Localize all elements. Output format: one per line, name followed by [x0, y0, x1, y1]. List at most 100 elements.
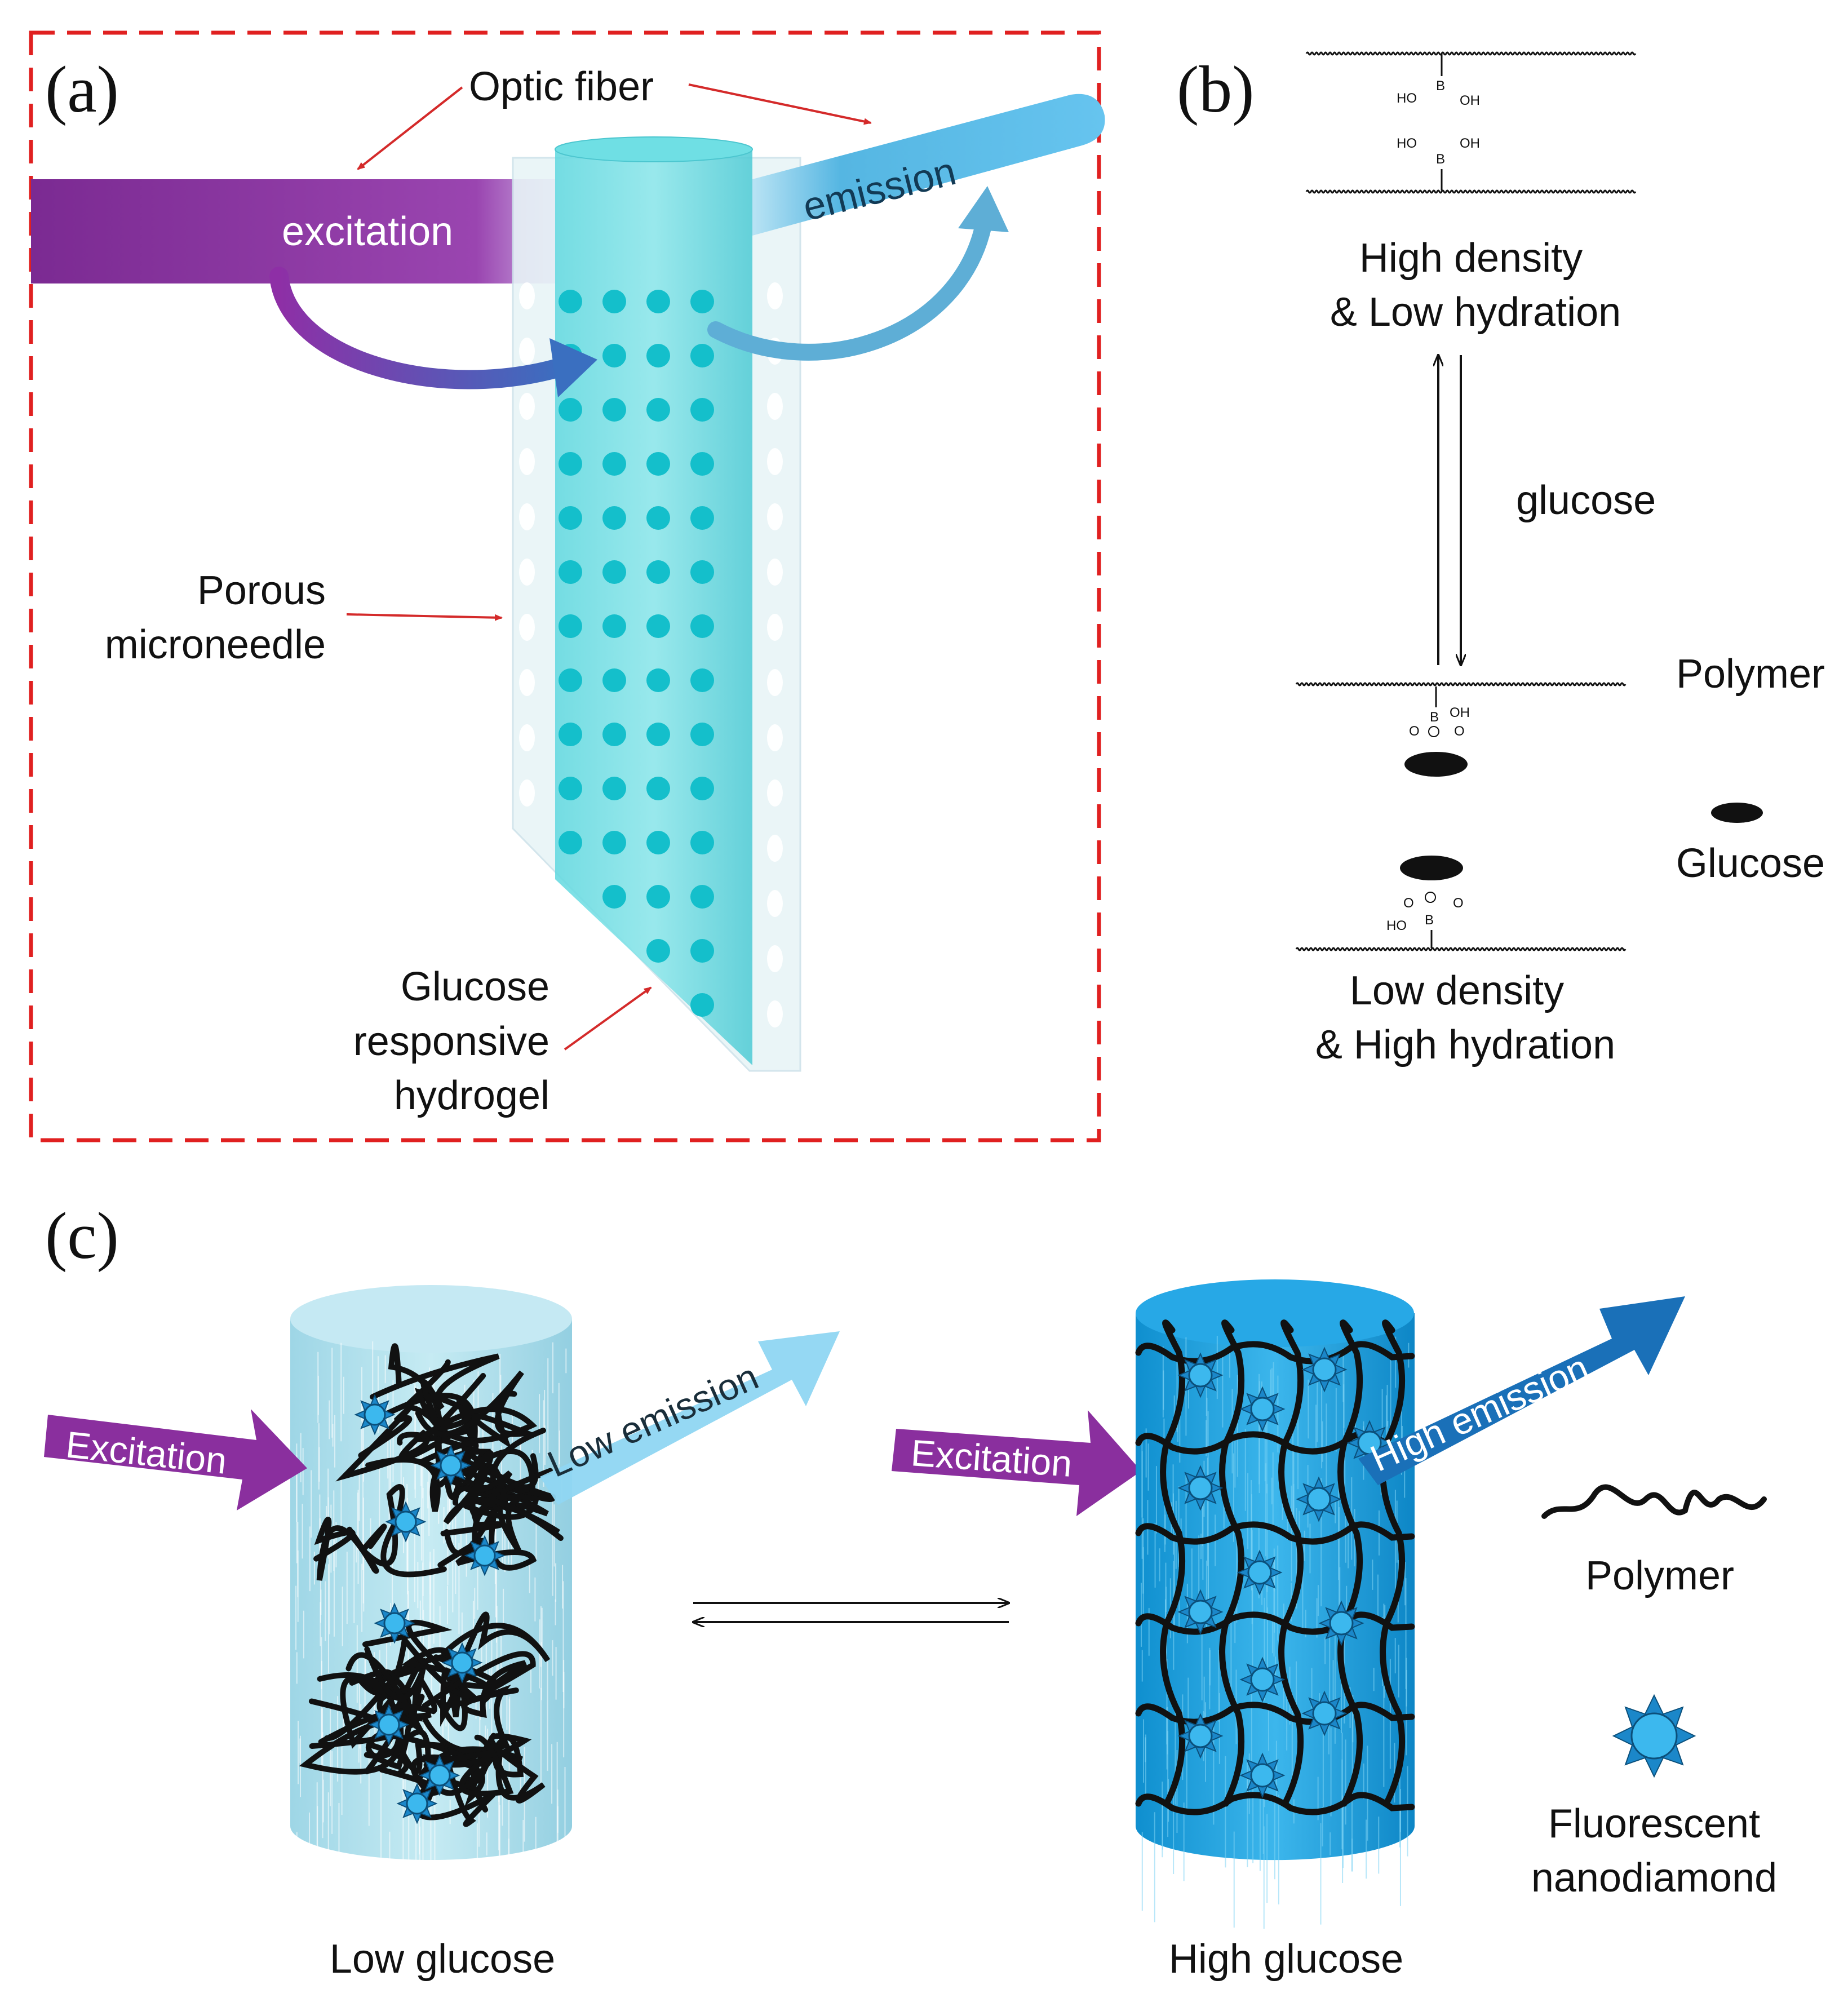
hydrogel-dot: [690, 777, 714, 800]
boronic-ho-2: HO: [1397, 136, 1417, 151]
boronate-oh-1: OH: [1450, 705, 1470, 720]
hydrogel-dot: [690, 506, 714, 530]
boronate-o-2a: O: [1403, 896, 1414, 911]
nanodiamond: [419, 1755, 460, 1796]
hydrogel-dot: [559, 290, 582, 313]
nanodiamond: [1318, 1600, 1364, 1646]
high-glucose-label: High glucose: [1169, 1937, 1403, 1982]
pore: [519, 338, 535, 365]
polymer-strand: [345, 1646, 437, 1736]
hydrogel-label-1: Glucose: [401, 964, 549, 1009]
pore: [519, 503, 535, 530]
porous-pointer: [346, 613, 503, 621]
bound-polymer-middle: B OH O O: [1295, 682, 1627, 777]
excitation-label-low: Excitation: [64, 1423, 229, 1482]
optic-fiber-pointer-right: [688, 83, 872, 125]
pore: [519, 779, 535, 807]
hydrogel-dot: [602, 560, 626, 584]
hydrogel-dot: [559, 831, 582, 854]
hydrogel-dot: [559, 614, 582, 638]
panel-b-label: (b): [1177, 52, 1255, 126]
hydrogel-dot: [690, 885, 714, 909]
panel-c-label: (c): [45, 1199, 119, 1273]
polymer-strand: [415, 1370, 537, 1449]
hydrogel-dot: [559, 506, 582, 530]
hydrogel-dot: [646, 885, 670, 909]
polymer-strand: [1135, 1611, 1415, 1635]
nanodiamond-legend-star: [1612, 1694, 1696, 1778]
hydrogel-dot: [602, 723, 626, 746]
pore: [767, 614, 783, 641]
hydrogel-dot: [646, 614, 670, 638]
nanodiamond: [464, 1535, 506, 1576]
polymer-chain-bottom: [1295, 947, 1627, 951]
boronate-o-1a: O: [1409, 724, 1420, 739]
polymer-strand: [1135, 1792, 1415, 1815]
nanodiamond-legend-icon: [1612, 1694, 1696, 1778]
hydrogel-pointer: [564, 986, 652, 1051]
hydrogel-dot: [646, 398, 670, 422]
hydrogel-dot: [602, 290, 626, 313]
hydrogel-dot: [559, 560, 582, 584]
hydrogel-dot: [646, 668, 670, 692]
polymer-legend-label: Polymer: [1585, 1553, 1734, 1598]
hydrogel-dot: [690, 452, 714, 476]
hydrogel-dot: [646, 777, 670, 800]
low-nanodiamonds: [354, 1394, 506, 1824]
emission-arc-head: [958, 186, 1009, 232]
pore: [519, 282, 535, 309]
hydrogel-dot: [559, 723, 582, 746]
excitation-arrow-high: Excitation: [892, 1410, 1141, 1516]
hydrogel-dot: [646, 344, 670, 367]
nanodiamond: [1177, 1713, 1224, 1759]
pore: [767, 669, 783, 696]
pore: [519, 393, 535, 420]
polymer-strand: [370, 1353, 500, 1429]
pore: [519, 559, 535, 586]
hydrogel-dots: [559, 290, 714, 1017]
pore: [519, 669, 535, 696]
emission-fiber: [752, 94, 1105, 236]
hydrogel-dot: [602, 398, 626, 422]
high-glucose-cylinder: [1135, 1279, 1415, 1929]
polymer-strand: [1219, 1319, 1245, 1807]
hydrogel-dot: [559, 668, 582, 692]
low-density-label-1: Low density: [1350, 968, 1564, 1013]
hydrogel-dot: [559, 398, 582, 422]
nanodiamond: [1239, 1656, 1286, 1703]
hydrogel-dot: [690, 939, 714, 963]
hydrogel-dot: [690, 290, 714, 313]
emission-arc-arrow: [707, 217, 992, 361]
pore: [767, 835, 783, 862]
excitation-fiber: [31, 179, 555, 283]
bound-polymer-bottom: O O HO B: [1295, 856, 1627, 951]
hydrogel-dot: [602, 506, 626, 530]
hydrogel-dot: [559, 777, 582, 800]
boronic-b-1: B: [1436, 78, 1445, 94]
pore: [519, 448, 535, 475]
pore: [767, 448, 783, 475]
hydrogel-dot: [602, 885, 626, 909]
hydrogel-dot: [646, 831, 670, 854]
nanodiamond: [1239, 1386, 1286, 1432]
nanodiamond: [396, 1783, 438, 1824]
hydrogel-dot: [646, 723, 670, 746]
hydrogel-dot: [646, 452, 670, 476]
nanodiamond: [374, 1602, 415, 1644]
pore: [519, 724, 535, 751]
hydrogel-dot: [602, 831, 626, 854]
hydrogel-label-2: responsive: [353, 1019, 549, 1064]
boronate-b-1: B: [1430, 710, 1439, 725]
polymer-strand: [1135, 1702, 1415, 1725]
high-density-label-2: & Low hydration: [1330, 290, 1621, 335]
polymer-strand: [358, 1484, 447, 1578]
low-emission-label: Low emission: [542, 1355, 764, 1485]
nanodiamond: [354, 1394, 396, 1436]
porous-label-2: microneedle: [105, 622, 326, 667]
glucose-molecule-bound-1: [1404, 752, 1468, 777]
porous-label-1: Porous: [197, 568, 326, 613]
polymer-strand: [335, 1406, 463, 1482]
nanodiamond: [430, 1445, 472, 1486]
boronic-oh-1: OH: [1460, 93, 1480, 108]
